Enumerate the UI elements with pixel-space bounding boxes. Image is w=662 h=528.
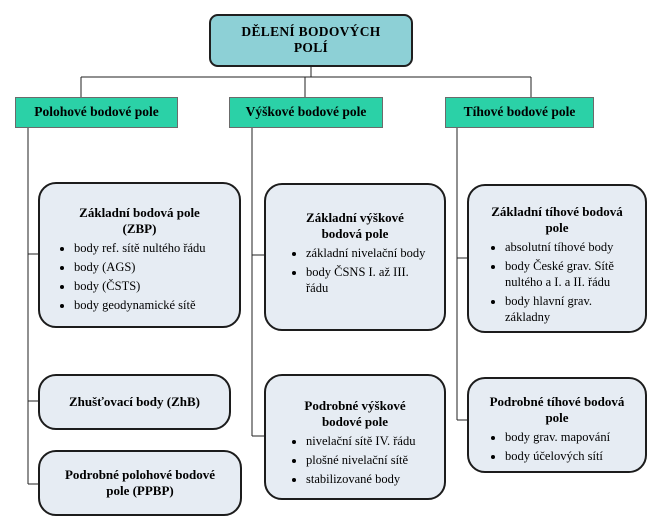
list-item: body ČSNS I. až III. řádu: [306, 264, 430, 299]
card-subtitle: pole: [545, 220, 569, 235]
list-item: body ref. sítě nultého řádu: [74, 240, 239, 259]
card-zhustovaci-body: Zhušťovací body (ZhB): [38, 374, 231, 430]
list-item: absolutní tíhové body: [505, 239, 635, 258]
list-item: nivelační sítě IV. řádu: [306, 433, 444, 452]
card-title: Základní tíhové bodová: [491, 204, 623, 219]
card-subtitle: bodové pole: [321, 414, 389, 429]
card-title: Podrobné výškové: [304, 398, 406, 413]
card-subtitle: (ZBP): [122, 221, 157, 236]
list-item: body České grav. Sítě nultého a I. a II.…: [505, 258, 635, 293]
item-list: nivelační sítě IV. řádu plošné nivelační…: [266, 433, 444, 490]
root-node: DĚLENÍ BODOVÝCH POLÍ: [209, 14, 413, 67]
card-podrobne-vyskove: Podrobné výškové bodové pole nivelační s…: [264, 374, 446, 500]
list-item: základní nivelační body: [306, 245, 430, 264]
list-item: plošné nivelační sítě: [306, 452, 444, 471]
card-podrobne-tihove: Podrobné tíhové bodová pole body grav. m…: [467, 377, 647, 473]
category-vyskove: Výškové bodové pole: [229, 97, 383, 128]
card-zakladni-bodova-pole: Základní bodová pole (ZBP) body ref. sít…: [38, 182, 241, 328]
card-zakladni-tihove: Základní tíhové bodová pole absolutní tí…: [467, 184, 647, 333]
root-title-line1: DĚLENÍ BODOVÝCH: [241, 24, 381, 39]
card-subtitle: pole: [545, 410, 569, 425]
card-subtitle: bodová pole: [321, 226, 389, 241]
list-item: body geodynamické sítě: [74, 297, 239, 316]
list-item: stabilizované body: [306, 471, 444, 490]
item-list: absolutní tíhové body body České grav. S…: [469, 239, 645, 328]
item-list: body grav. mapování body účelových sítí: [469, 429, 645, 467]
list-item: body účelových sítí: [505, 448, 645, 467]
card-zakladni-vyskove: Základní výškové bodová pole základní ni…: [264, 183, 446, 331]
card-title: Podrobné tíhové bodová: [489, 394, 625, 409]
category-label: Výškové bodové pole: [245, 104, 367, 119]
list-item: body grav. mapování: [505, 429, 645, 448]
list-item: body (ČSTS): [74, 278, 239, 297]
card-subtitle: pole (PPBP): [106, 483, 174, 498]
root-title-line2: POLÍ: [293, 40, 329, 55]
card-title: Podrobné polohové bodové: [64, 467, 215, 482]
category-label: Tíhové bodové pole: [463, 104, 576, 119]
item-list: body ref. sítě nultého řádu body (AGS) b…: [40, 240, 239, 316]
card-podrobne-polohove: Podrobné polohové bodové pole (PPBP): [38, 450, 242, 516]
card-title: Zhušťovací body (ZhB): [68, 394, 201, 409]
list-item: body hlavní grav. základny: [505, 293, 635, 328]
item-list: základní nivelační body body ČSNS I. až …: [266, 245, 444, 299]
card-title: Základní výškové: [306, 210, 404, 225]
card-title: Základní bodová pole: [79, 205, 200, 220]
category-polohove: Polohové bodové pole: [15, 97, 178, 128]
category-label: Polohové bodové pole: [34, 104, 159, 119]
category-tihove: Tíhové bodové pole: [445, 97, 594, 128]
list-item: body (AGS): [74, 259, 239, 278]
